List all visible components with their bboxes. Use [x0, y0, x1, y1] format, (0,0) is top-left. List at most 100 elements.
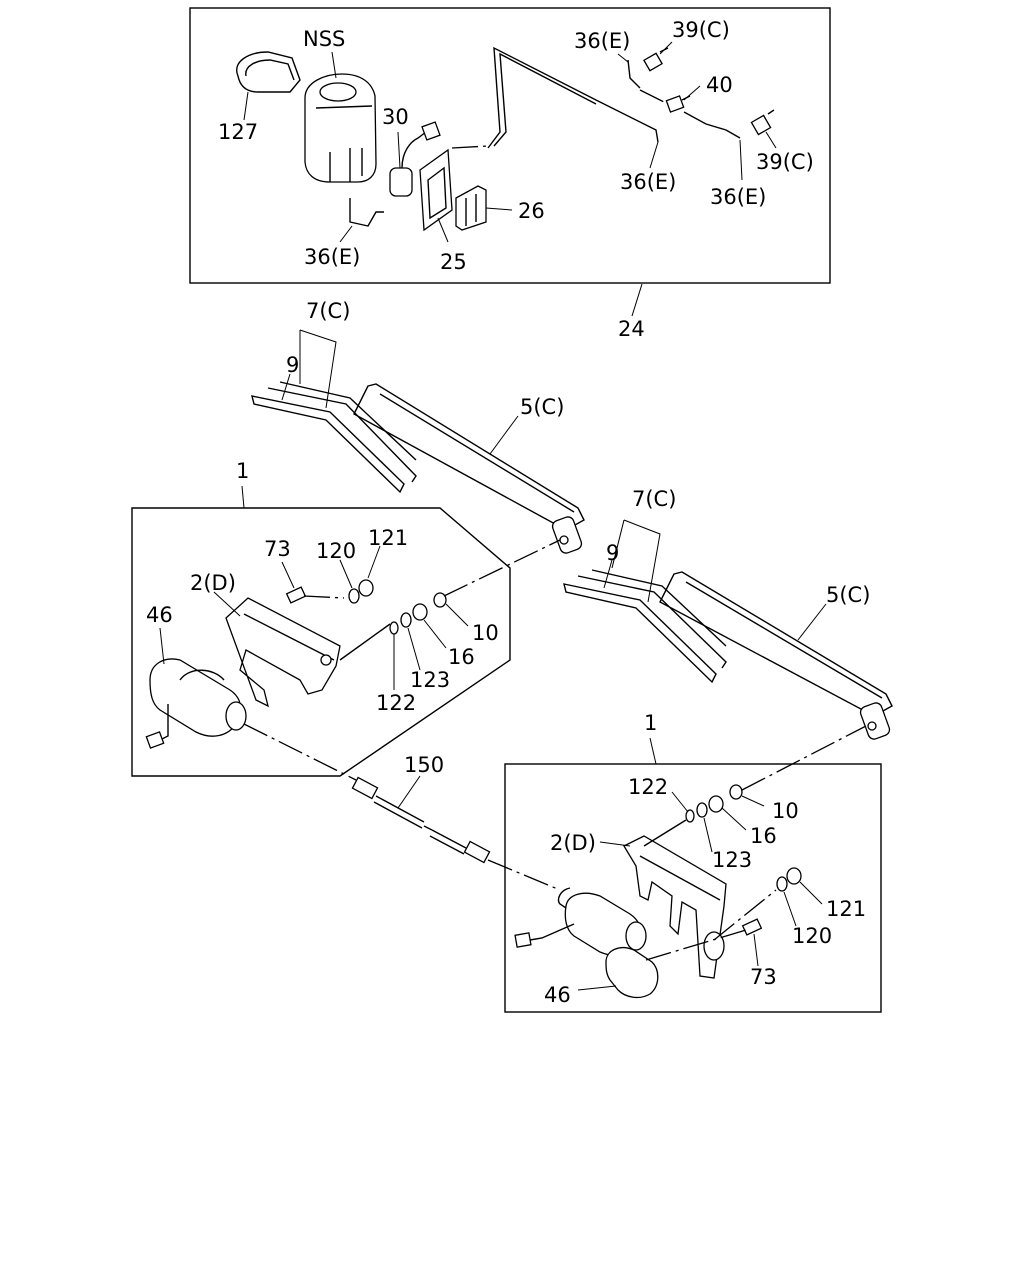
label-5c-a: 5(C): [520, 395, 564, 419]
leader-121-a: [367, 545, 381, 579]
washer-123-a: [400, 612, 412, 628]
right-wiper-arm-blade: 7(C) 9 5(C): [563, 487, 893, 740]
left-motor-frame: [131, 507, 511, 777]
label-73-a: 73: [264, 537, 291, 561]
left-motor-bracket: [225, 597, 341, 708]
label-122-a: 122: [376, 691, 416, 715]
leader-7c-a: [299, 329, 337, 409]
bolt-73-a: [285, 586, 307, 604]
right-wiper-motor: [514, 887, 659, 999]
label-36e-c: 36(E): [710, 185, 766, 209]
label-25: 25: [440, 250, 467, 274]
leader-5c-a: [489, 415, 519, 455]
right-motor-frame: [504, 763, 882, 1013]
washer-pipe: [487, 46, 659, 149]
link-rod-gap: [423, 825, 433, 831]
label-123-b: 123: [712, 848, 752, 872]
cap-10-b: [729, 784, 743, 800]
leader-25: [437, 217, 449, 243]
label-36e-d: 36(E): [304, 245, 360, 269]
assembly-line-a: [451, 145, 489, 149]
label-9-a: 9: [286, 353, 299, 377]
leader-26: [485, 207, 513, 211]
washer-120-b: [776, 876, 788, 892]
right-pivot-shaft: [643, 819, 687, 847]
label-40: 40: [706, 73, 733, 97]
washer-hose-upper: [627, 59, 641, 89]
left-pivot-shaft: [339, 623, 391, 661]
label-121-a: 121: [368, 526, 408, 550]
leader-73-b: [753, 933, 759, 967]
assembly-line-i: [713, 889, 777, 941]
mounting-bracket: [455, 185, 487, 231]
leader-24: [631, 283, 643, 317]
label-46-b: 46: [544, 983, 571, 1007]
right-wiper-blade: [563, 569, 727, 684]
leader-2d-b: [599, 841, 631, 847]
assembly-line-b: [639, 89, 669, 105]
assembly-line-e: [303, 595, 345, 599]
label-10-a: 10: [472, 621, 499, 645]
tank-clamp-band: [236, 51, 301, 93]
washer-reservoir-tank: [304, 73, 377, 183]
leader-127: [243, 91, 249, 121]
label-30: 30: [382, 105, 409, 129]
leader-16-a: [423, 619, 447, 649]
assembly-line-f: [243, 723, 357, 781]
nut-16-a: [412, 603, 428, 621]
leader-36e-a: [617, 53, 629, 63]
left-wiper-arm-blade: 7(C) 9 5(C): [251, 299, 585, 554]
leader-120-a: [339, 559, 353, 589]
label-121-b: 121: [826, 897, 866, 921]
label-26: 26: [518, 199, 545, 223]
leader-16-b: [721, 807, 747, 831]
leader-7c-b: [623, 519, 661, 603]
leader-9-a: [281, 373, 291, 401]
left-wiper-blade: [251, 381, 417, 494]
label-39c-a: 39(C): [672, 18, 730, 42]
leader-2d-a: [213, 591, 241, 617]
leader-150: [397, 775, 421, 809]
hose-joint: [665, 95, 691, 113]
label-nss: NSS: [303, 27, 345, 51]
left-wiper-arm: [353, 383, 585, 554]
washer-120-a: [348, 588, 360, 604]
washer-122-a: [389, 621, 399, 635]
label-123-a: 123: [410, 668, 450, 692]
label-122-b: 122: [628, 775, 668, 799]
leader-7c-b2: [611, 519, 625, 569]
label-5c-b: 5(C): [826, 583, 870, 607]
label-16-b: 16: [750, 824, 777, 848]
label-120-b: 120: [792, 924, 832, 948]
leader-36e-b: [649, 141, 659, 169]
label-7c-a: 7(C): [306, 299, 350, 323]
leader-36e-d: [339, 225, 353, 243]
leader-nss: [331, 51, 337, 79]
left-motor-assembly: 1 73 120 121 2(D) 46 10 16 123 122: [131, 459, 561, 781]
leader-40: [683, 85, 701, 101]
washer-tank-group: NSS 127 30 36(E) 39(C) 40 36(E) 36(E) 39…: [189, 7, 831, 341]
leader-36e-c: [739, 139, 743, 181]
assembly-line-j: [645, 929, 747, 961]
leader-1-a: [241, 485, 245, 509]
assembly-line-d: [443, 539, 561, 597]
washer-nozzle-upper: [643, 47, 669, 72]
right-motor-bracket: [623, 835, 727, 979]
leader-73-a: [281, 561, 295, 589]
washer-123-b: [696, 802, 708, 818]
washer-122-b: [685, 809, 695, 823]
wiper-link-rod: 150: [351, 753, 561, 891]
label-150: 150: [404, 753, 444, 777]
leader-122-b: [671, 791, 689, 813]
tank-bracket: [419, 148, 453, 232]
washer-nozzle-lower: [750, 109, 775, 136]
leader-46-a: [159, 627, 165, 665]
assembly-line-c: [683, 111, 707, 125]
right-motor-assembly: 1 122 10 16 2(D) 123 121 120 73 46: [504, 711, 882, 1013]
leader-123-b: [703, 817, 713, 853]
leader-9-b: [603, 559, 613, 589]
leader-1-b: [649, 737, 657, 765]
label-2d-b: 2(D): [550, 831, 596, 855]
nut-121-b: [786, 867, 802, 885]
washer-group-frame: [189, 7, 831, 284]
